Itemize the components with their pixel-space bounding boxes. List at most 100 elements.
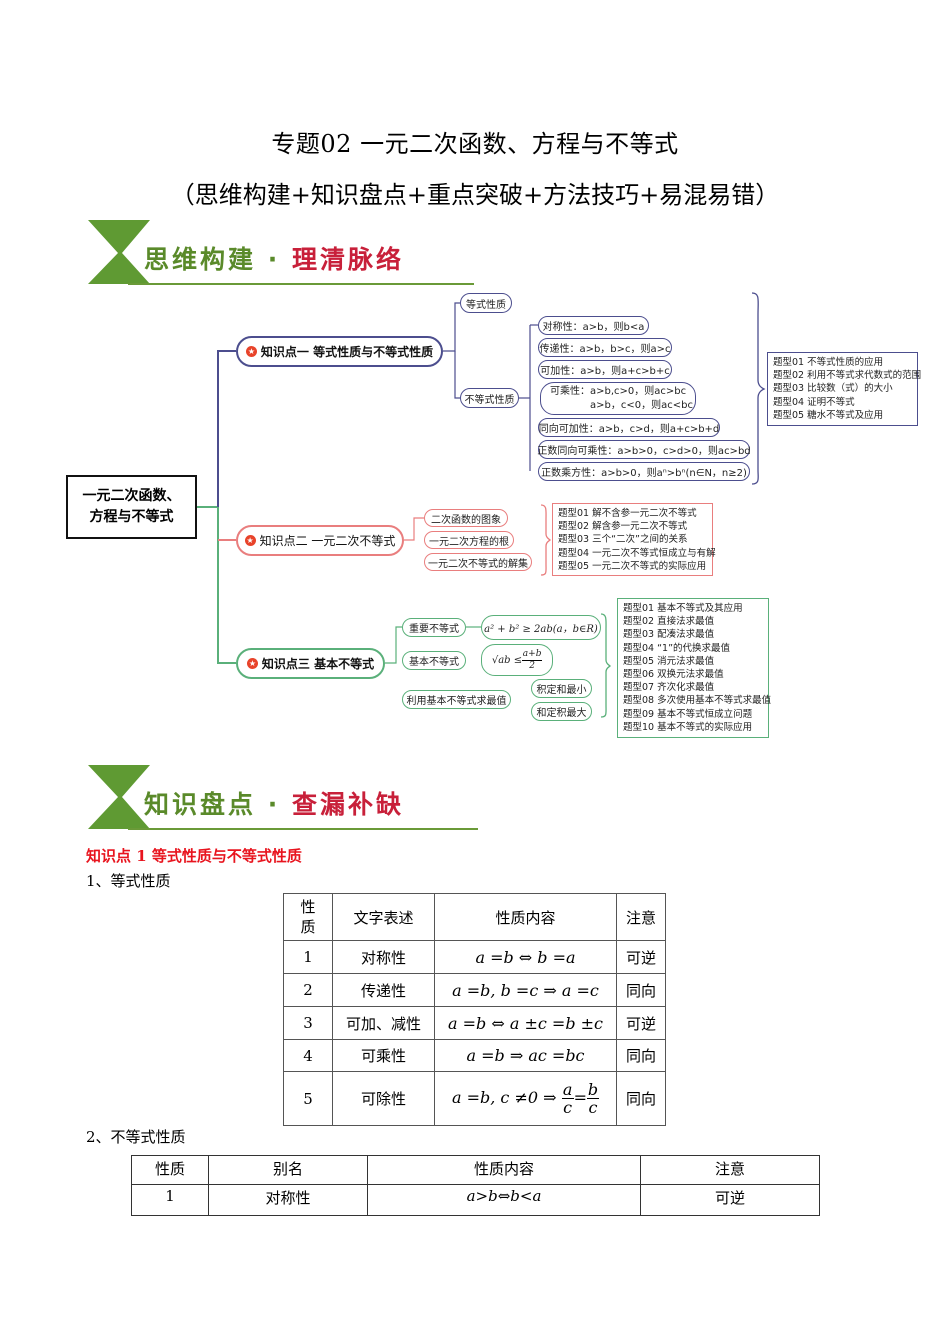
- fraction-denominator: c: [563, 1098, 573, 1117]
- table-row: 1 对称性 a>b⇔b<a 可逆: [131, 1184, 820, 1216]
- document-subtitle: （思维构建+知识盘点+重点突破+方法技巧+易混易错）: [170, 181, 780, 209]
- section-banner-knowledge: 知识盘点 · 查漏补缺: [88, 765, 488, 835]
- fraction-numerator: a+b: [522, 648, 542, 659]
- node-positive-power: 正数乘方性：a>b>0，则aⁿ>bⁿ(n∈N，n≥2): [538, 462, 750, 481]
- fraction-denominator: c: [588, 1098, 598, 1117]
- section-banner-mindmap: 思维构建 · 理清脉络: [88, 220, 488, 290]
- node-important-inequality: 重要不等式: [402, 618, 466, 637]
- cell-name: 传递性: [332, 973, 435, 1007]
- star-icon: ★: [246, 658, 258, 669]
- header-cell-property: 性质: [131, 1155, 209, 1185]
- node-same-direction-additivity: 同向可加性：a>b，c>d，则a+c>b+d: [538, 418, 720, 437]
- node-quadratic-graph: 二次函数的图象: [424, 509, 508, 527]
- banner-green-text: 思维构建: [144, 245, 257, 274]
- header-cell-alias: 别名: [208, 1155, 368, 1185]
- fraction-numerator: b: [587, 1080, 599, 1099]
- type-item: 题型06 双换元法求最值: [623, 669, 724, 681]
- formula-fraction: a+b 2: [522, 648, 543, 672]
- inequality-properties-table: 性质 别名 性质内容 注意 1 对称性 a>b⇔b<a 可逆: [131, 1155, 820, 1216]
- fraction-numerator: a: [562, 1080, 573, 1099]
- node-label: 基本不等式: [409, 657, 459, 668]
- banner-underline: [128, 283, 474, 285]
- node-label: 可加性：a>b，则a+c>b+c: [540, 366, 670, 377]
- formula-prefix: a =b, c ≠0 ⇒: [451, 1088, 557, 1107]
- fraction-b-over-c: b c: [587, 1080, 600, 1117]
- cell-note: 同向: [616, 973, 666, 1007]
- cell-content: a>b⇔b<a: [367, 1184, 641, 1216]
- node-label: 等式性质: [466, 299, 506, 311]
- cell-content: a =b ⇔ a ±c =b ±c: [434, 1006, 617, 1040]
- node-label: 不等式性质: [464, 394, 515, 406]
- cell-name: 对称性: [332, 940, 435, 974]
- type-item: 题型04 证明不等式: [773, 396, 855, 408]
- node-label: 正数乘方性：a>b>0，则aⁿ>bⁿ(n∈N，n≥2): [541, 468, 747, 479]
- formula-important-inequality: a² + b² ≥ 2ab(a，b∈R): [481, 615, 601, 640]
- banner-red-text: 理清脉络: [291, 245, 404, 274]
- type-item: 题型05 一元二次不等式的实际应用: [558, 560, 707, 572]
- type-item: 题型04 一元二次不等式恒成立与有解: [558, 547, 716, 559]
- equality-properties-table: 性 质 文字表述 性质内容 注意 1 对称性 a =b ⇔ b =a 可逆 2 …: [283, 893, 666, 1126]
- type-item: 题型03 配凑法求最值: [623, 629, 715, 641]
- header-cell-description: 文字表述: [332, 893, 435, 941]
- header-text: 性: [300, 898, 316, 916]
- cell-no: 5: [283, 1071, 333, 1126]
- node-quadratic-roots: 一元二次方程的根: [424, 531, 514, 549]
- branch-3-label: 知识点三 基本不等式: [261, 657, 375, 671]
- cell-content: a =b, c ≠0 ⇒ a c = b c: [434, 1071, 617, 1126]
- node-label: 一元二次不等式的解集: [428, 558, 528, 570]
- header-cell-note: 注意: [616, 893, 666, 941]
- formula-text: a² + b² ≥ 2ab(a，b∈R): [484, 624, 598, 635]
- node-equality-properties: 等式性质: [460, 293, 512, 313]
- cell-no: 1: [283, 940, 333, 974]
- cell-note: 可逆: [640, 1184, 820, 1216]
- hourglass-icon: [88, 765, 150, 829]
- branch-node-2: ★ 知识点二 一元二次不等式: [236, 525, 404, 556]
- star-icon: ★: [244, 535, 256, 546]
- banner-dot: ·: [267, 245, 281, 274]
- node-label: 积定和最小: [536, 685, 587, 696]
- knowledge-point-title: 知识点 1 等式性质与不等式性质: [86, 847, 302, 865]
- section-equality-title: 1、等式性质: [86, 872, 171, 890]
- type-item: 题型09 基本不等式恒成立问题: [623, 708, 753, 720]
- type-item: 题型08 多次使用基本不等式求最值: [623, 695, 772, 707]
- cell-name: 可除性: [332, 1071, 435, 1126]
- node-sum-fixed-product-max: 和定积最大: [531, 702, 592, 721]
- cell-content: a =b ⇒ ac =bc: [434, 1039, 617, 1072]
- table-header-row: 性 质 文字表述 性质内容 注意: [283, 893, 666, 941]
- cell-note: 同向: [616, 1039, 666, 1072]
- node-label: a>b，c<0，则ac<bc: [590, 399, 693, 411]
- node-basic-inequality: 基本不等式: [402, 651, 466, 670]
- node-positive-multiplicativity: 正数同向可乘性：a>b>0，c>d>0，则ac>bd: [537, 440, 751, 459]
- formula-basic-inequality: √ab ≤ a+b 2: [481, 644, 553, 676]
- types-box-2: 题型01 解不含参一元二次不等式 题型02 解含参一元二次不等式 题型03 三个…: [552, 503, 716, 576]
- star-icon: ★: [245, 346, 257, 357]
- type-item: 题型02 解含参一元二次不等式: [558, 521, 688, 533]
- header-cell-note: 注意: [640, 1155, 820, 1185]
- cell-name: 可加、减性: [332, 1006, 435, 1040]
- node-transitivity: 传递性：a>b，b>c，则a>c: [538, 338, 672, 357]
- formula-text: √ab ≤: [491, 654, 523, 666]
- table-row: 4 可乘性 a =b ⇒ ac =bc 同向: [283, 1039, 666, 1072]
- mind-map-connectors: [197, 292, 766, 718]
- header-cell-content: 性质内容: [434, 893, 617, 941]
- cell-no: 1: [131, 1184, 209, 1216]
- type-item: 题型04 “1”的代换求最值: [623, 642, 730, 654]
- type-item: 题型01 不等式性质的应用: [773, 357, 884, 368]
- table-header-row: 性质 别名 性质内容 注意: [131, 1155, 820, 1185]
- node-label: 利用基本不等式求最值: [406, 696, 507, 707]
- cell-no: 3: [283, 1006, 333, 1040]
- node-use-basic-inequality: 利用基本不等式求最值: [402, 690, 511, 709]
- header-cell-content: 性质内容: [367, 1155, 641, 1185]
- type-item: 题型01 基本不等式及其应用: [623, 603, 743, 614]
- type-item: 题型05 糖水不等式及应用: [773, 409, 884, 421]
- root-line-1: 一元二次函数、: [82, 488, 181, 504]
- cell-content: a =b ⇔ b =a: [434, 940, 617, 974]
- type-item: 题型10 基本不等式的实际应用: [623, 721, 753, 733]
- node-label: 正数同向可乘性：a>b>0，c>d>0，则ac>bd: [537, 446, 751, 457]
- header-cell-property: 性 质: [283, 893, 333, 941]
- type-item: 题型07 齐次化求最值: [623, 682, 715, 694]
- node-label: 一元二次方程的根: [429, 536, 509, 548]
- fraction-a-over-c: a c: [561, 1080, 574, 1117]
- cell-name: 可乘性: [332, 1039, 435, 1072]
- node-symmetry: 对称性：a>b，则b<a: [538, 316, 649, 335]
